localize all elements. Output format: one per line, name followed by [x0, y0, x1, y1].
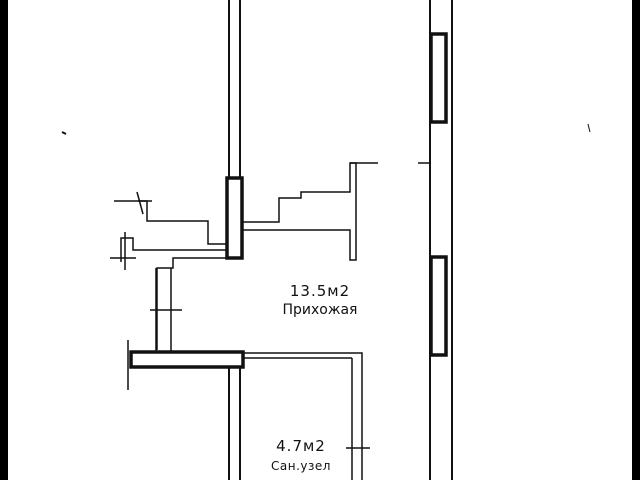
room-area-bathroom: 4.7м2 — [276, 437, 326, 455]
window-lower — [429, 255, 448, 357]
left-black-border — [0, 0, 8, 480]
room-name-bathroom: Сан.узел — [271, 459, 331, 473]
stray-mark-1 — [61, 131, 67, 135]
room-name-hallway: Прихожая — [282, 302, 358, 318]
stepped-wall-outline-upper — [242, 162, 357, 261]
door-frame-lower — [129, 350, 245, 369]
room-label-bathroom: 4.7м2 Сан.узел — [256, 437, 346, 477]
door-frame-upper — [225, 176, 244, 260]
room-label-hallway: 13.5м2 Прихожая — [262, 282, 378, 320]
stepped-wall-outline-left — [138, 200, 227, 245]
stepped-wall-outline-mid — [156, 257, 227, 350]
window-upper — [429, 32, 448, 124]
room-area-hallway: 13.5м2 — [289, 282, 351, 300]
stray-mark-2 — [587, 123, 591, 133]
wall-tick-left-2 — [136, 191, 144, 215]
right-black-border — [632, 0, 640, 480]
stepped-wall-outline-mid-2 — [120, 237, 227, 262]
